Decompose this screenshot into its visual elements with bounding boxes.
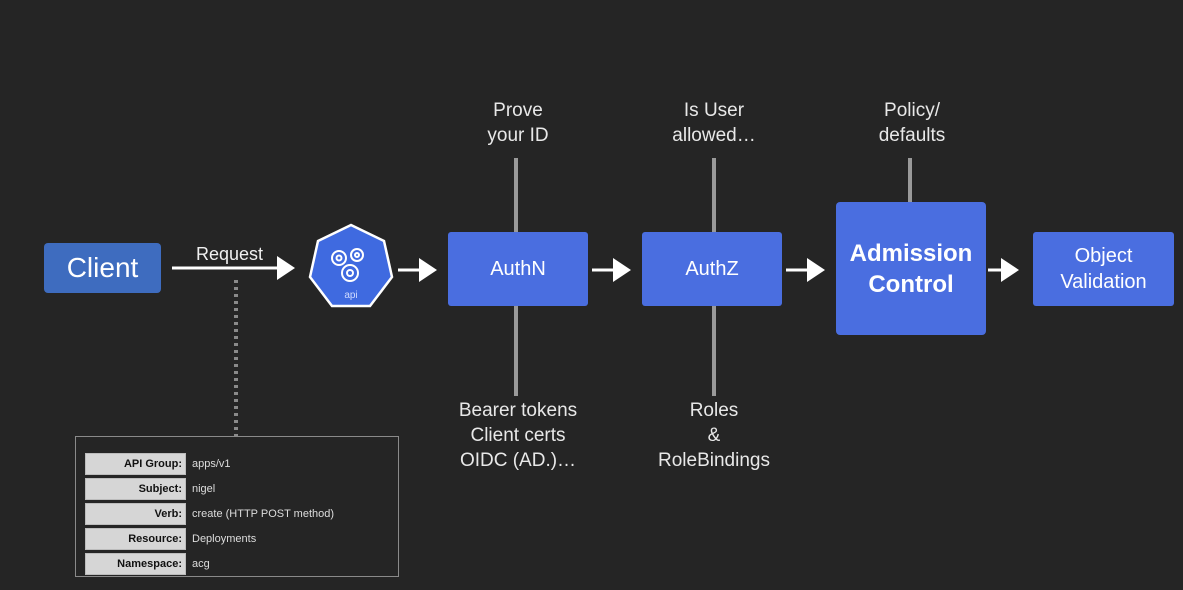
authz-bottom-connector (712, 306, 716, 396)
authz-bottom-note: Roles & RoleBindings (636, 398, 792, 473)
note-line: OIDC (AD.)… (459, 450, 577, 471)
authz-node: AuthZ (642, 232, 782, 306)
request-detail-key: Subject: (85, 478, 186, 500)
note-line: Policy/ (884, 100, 940, 121)
client-node: Client (44, 243, 161, 293)
object-validation-node: Object Validation (1033, 232, 1174, 306)
validation-label-line2: Validation (1060, 271, 1147, 293)
note-line: Is User (683, 100, 745, 121)
admission-label-line1: Admission (849, 239, 973, 267)
client-label: Client (66, 252, 139, 283)
request-detail-value: create (HTTP POST method) (192, 508, 335, 520)
note-line: RoleBindings (658, 450, 770, 471)
authz-label: AuthZ (685, 257, 739, 280)
admission-label-line2: Control (868, 270, 954, 298)
request-detail-row: API Group: apps/v1 (85, 453, 334, 475)
request-detail-row: Namespace: acg (85, 553, 334, 575)
request-detail-row: Verb: create (HTTP POST method) (85, 503, 334, 525)
request-detail-key: API Group: (85, 453, 186, 475)
request-detail-value: apps/v1 (192, 458, 231, 470)
kubernetes-api-hexagon-icon: api (308, 223, 394, 308)
note-line: Prove (493, 100, 543, 121)
authn-node: AuthN (448, 232, 588, 306)
authn-label: AuthN (490, 257, 546, 280)
note-line: Roles (689, 400, 739, 421)
authn-top-connector (514, 158, 518, 232)
request-detail-key: Resource: (85, 528, 186, 550)
note-line: Bearer tokens (458, 400, 578, 421)
request-detail-value: nigel (192, 483, 216, 495)
note-line: Client certs (470, 425, 566, 446)
note-line: allowed… (672, 125, 756, 146)
authz-top-note: Is User allowed… (642, 98, 786, 148)
note-line: & (707, 425, 721, 446)
request-detail-value: acg (192, 558, 210, 570)
note-line: your ID (487, 125, 549, 146)
api-icon-label: api (344, 290, 357, 301)
request-label: Request (196, 244, 264, 264)
request-detail-row: Resource: Deployments (85, 528, 334, 550)
admission-top-note: Policy/ defaults (842, 98, 982, 148)
authn-top-note: Prove your ID (448, 98, 588, 148)
validation-label-line1: Object (1074, 245, 1133, 267)
authn-bottom-note: Bearer tokens Client certs OIDC (AD.)… (438, 398, 598, 473)
authz-top-connector (712, 158, 716, 232)
request-detail-key: Verb: (85, 503, 186, 525)
admission-control-node: Admission Control (836, 202, 986, 335)
note-line: defaults (878, 125, 946, 146)
request-detail-key: Namespace: (85, 553, 186, 575)
request-detail-value: Deployments (192, 533, 257, 545)
request-detail-row: Subject: nigel (85, 478, 334, 500)
admission-top-connector (908, 158, 912, 202)
authn-bottom-connector (514, 306, 518, 396)
